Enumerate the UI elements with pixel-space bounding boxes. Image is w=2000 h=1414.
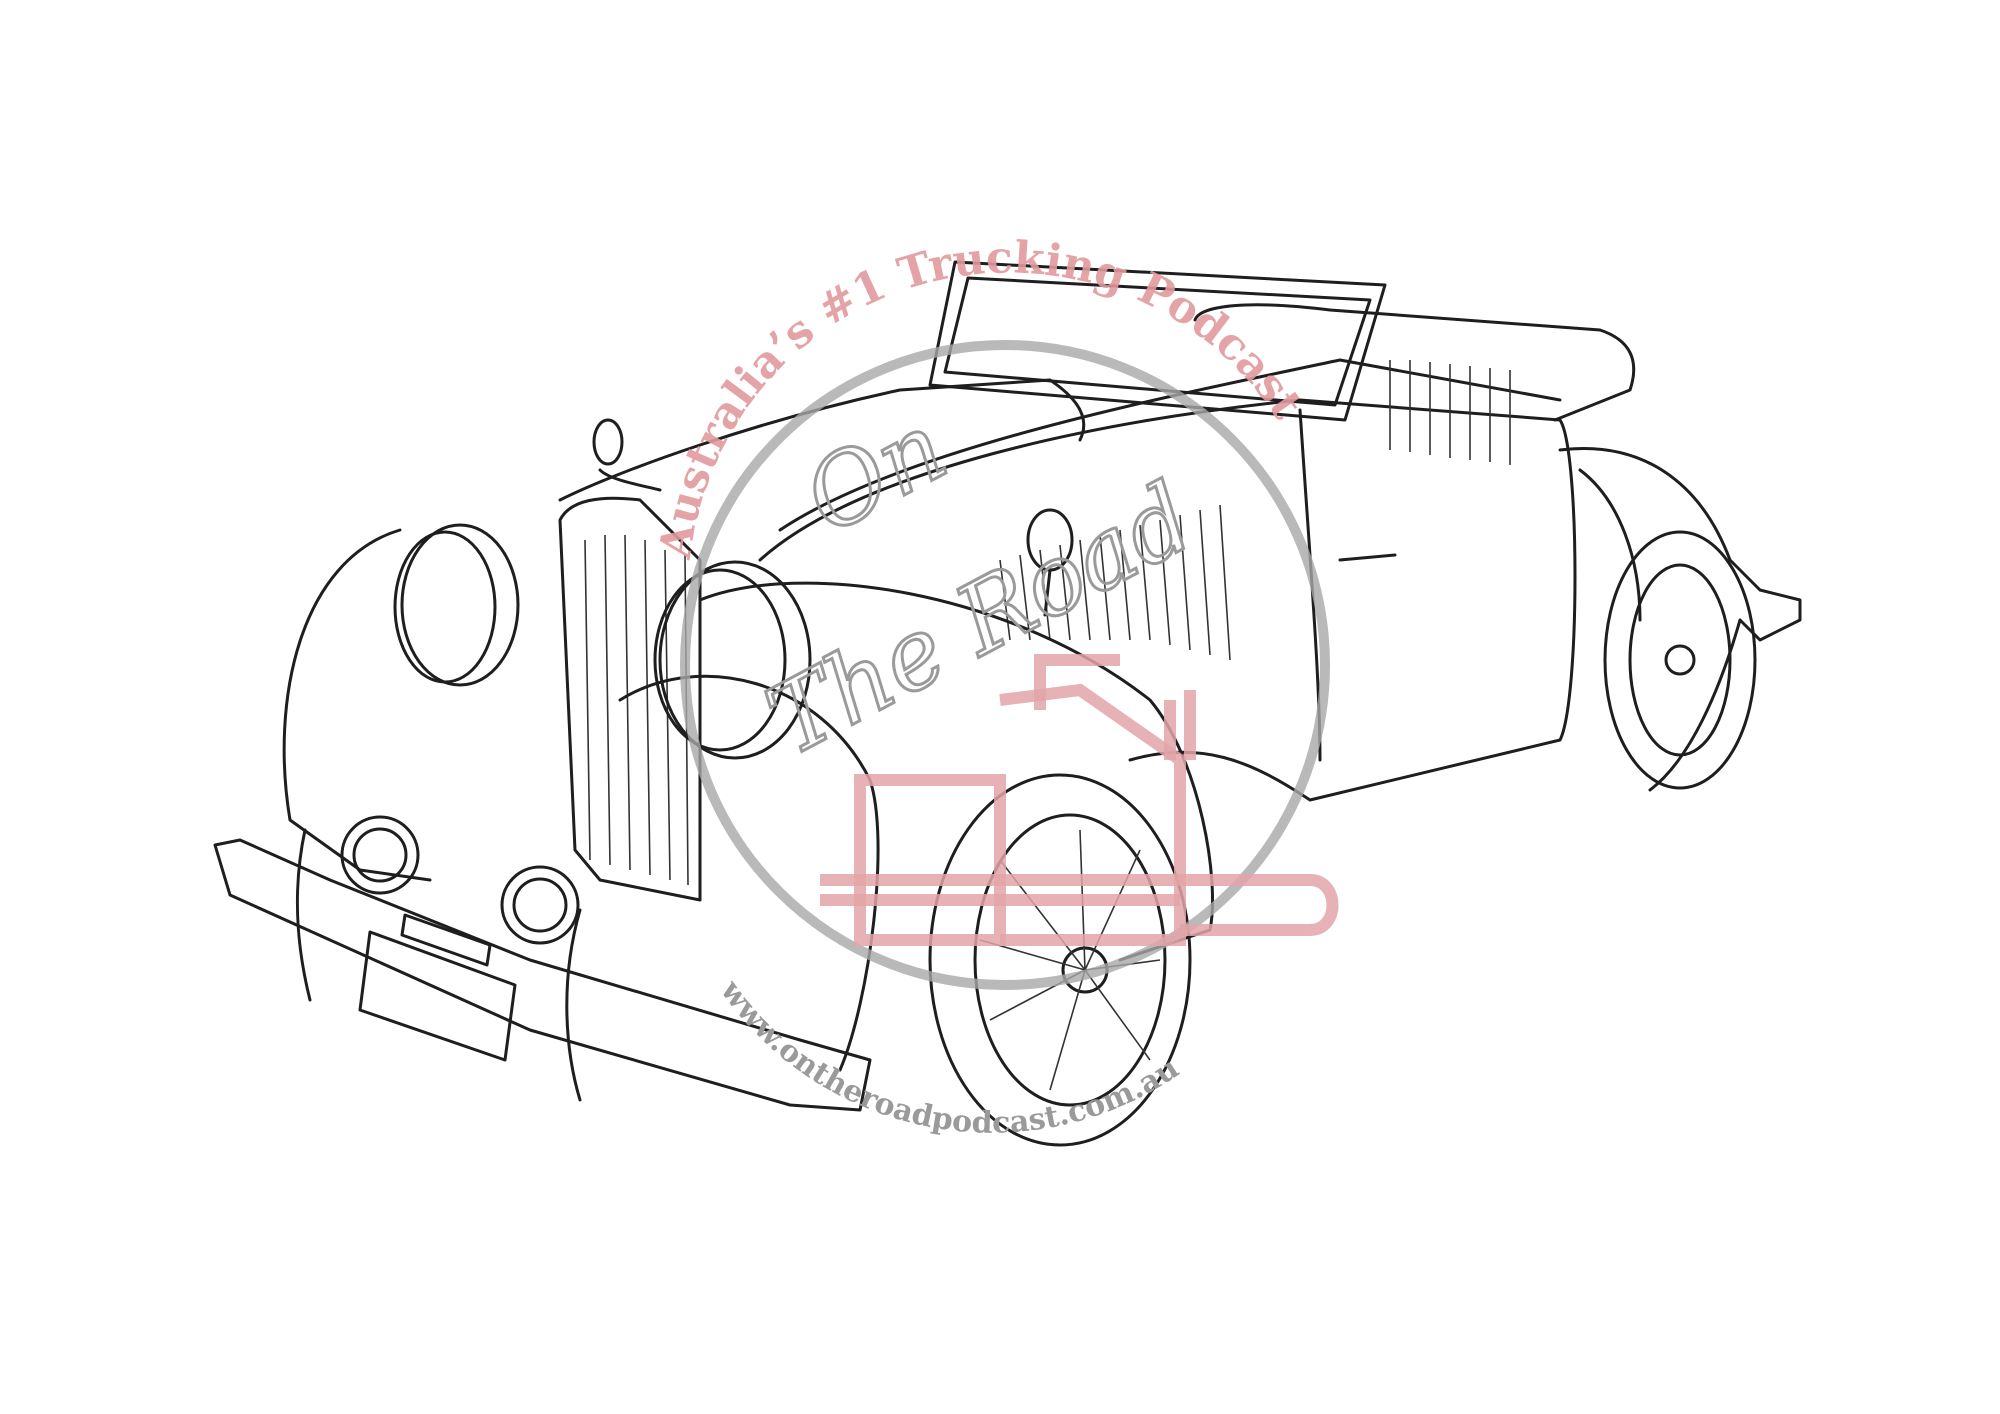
watermark-top-text: Australia’s #1 Trucking Podcast xyxy=(650,232,1313,562)
windshield xyxy=(928,260,1387,422)
license-plate xyxy=(358,930,517,1062)
rear-wheel xyxy=(1603,530,1757,790)
watermark-logo: Australia’s #1 Trucking Podcast www.onth… xyxy=(650,232,1339,1141)
left-headlamp xyxy=(393,530,497,684)
truck-icon xyxy=(820,654,1339,946)
right-headlamp xyxy=(653,568,787,752)
watermark-ring xyxy=(680,340,1330,990)
watermark-title-on: On xyxy=(787,391,964,556)
car-drawing xyxy=(213,260,1802,1147)
radiator-grille xyxy=(558,496,702,902)
front-wheel xyxy=(928,773,1192,1147)
